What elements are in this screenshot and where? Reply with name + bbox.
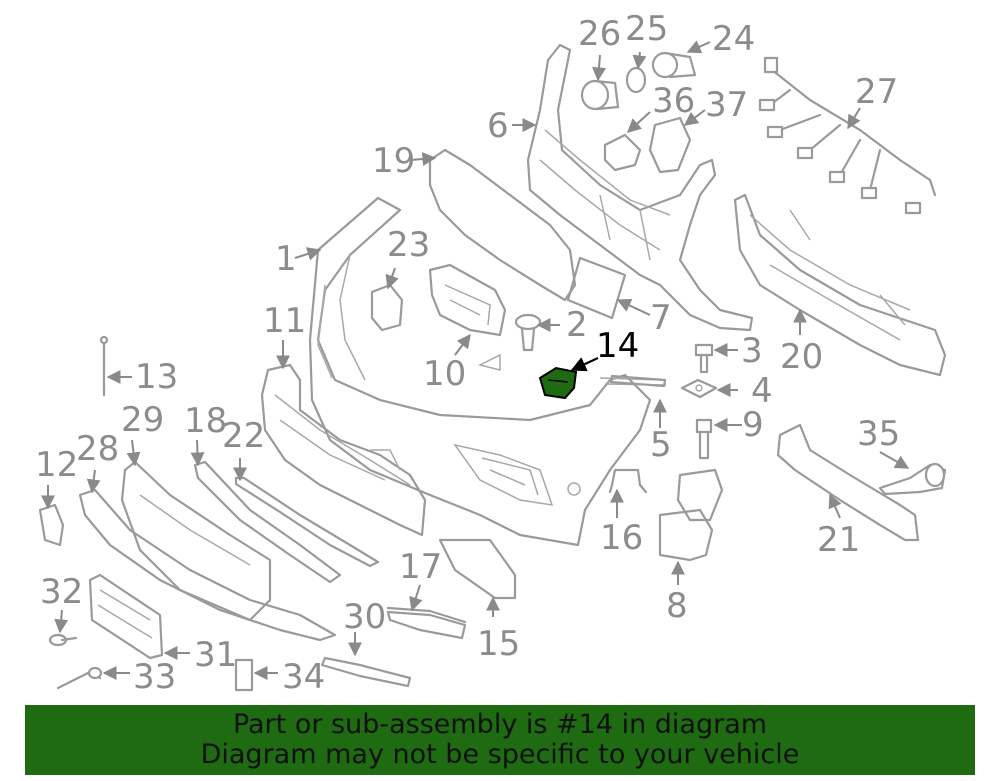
part-5-strip (609, 374, 667, 388)
callout-19: 19 (372, 141, 415, 181)
part-24-sensor (651, 51, 697, 79)
parts-diagram: 1 2 3 4 5 6 7 8 9 10 11 12 13 14 15 16 1… (35, 9, 947, 697)
banner-line-part-number: Part or sub-assembly is #14 in diagram (232, 709, 768, 740)
part-16-clip (608, 468, 648, 494)
part-10-bracket (428, 263, 507, 337)
callout-24: 24 (712, 19, 755, 59)
callout-36: 36 (652, 81, 695, 121)
callout-32: 32 (40, 572, 83, 612)
callout-22: 22 (222, 416, 265, 456)
callout-labels: 1 2 3 4 5 6 7 8 9 10 11 12 13 14 15 16 1… (35, 9, 900, 697)
callout-8: 8 (666, 586, 688, 626)
part-36-sensor (603, 133, 642, 172)
part-27-wiring-harness (758, 56, 937, 215)
callout-34: 34 (282, 657, 325, 697)
part-18-trim-strip (193, 460, 342, 584)
callout-4: 4 (751, 371, 773, 411)
callout-11: 11 (263, 301, 306, 341)
callout-28: 28 (76, 429, 119, 469)
part-34-clip (234, 658, 254, 692)
part-11-energy-absorber (260, 363, 427, 537)
part-14-highlighted-bracket (538, 366, 578, 400)
part-9-bolt (695, 418, 713, 460)
part-13-rod (99, 335, 109, 397)
part-33-pin (56, 666, 103, 690)
part-23-sensor-module (370, 283, 404, 332)
info-banner: Part or sub-assembly is #14 in diagram D… (25, 705, 975, 775)
part-29-lower-spoiler (120, 460, 272, 622)
callout-3: 3 (741, 331, 763, 371)
callout-10: 10 (423, 354, 466, 394)
callout-2: 2 (566, 305, 588, 345)
part-31-license-bracket (88, 573, 164, 660)
callout-12: 12 (35, 445, 78, 485)
callout-1: 1 (275, 239, 297, 279)
part-35-sensor (878, 462, 947, 496)
part-2-clip (514, 313, 542, 352)
part-37-bracket (648, 116, 692, 174)
part-17-trim (386, 606, 467, 624)
callout-25: 25 (625, 9, 668, 49)
callout-31: 31 (194, 635, 237, 675)
part-20-reinforcement-beam (733, 193, 947, 377)
callout-16: 16 (600, 518, 643, 558)
part-8-side-bracket (658, 468, 724, 562)
part-12-clip (38, 503, 65, 547)
callout-23: 23 (387, 225, 430, 265)
callout-35: 35 (857, 414, 900, 454)
callout-21: 21 (817, 520, 860, 560)
callout-14-highlighted: 14 (596, 326, 639, 366)
callout-33: 33 (133, 657, 176, 697)
callout-26: 26 (578, 14, 621, 54)
leader-lines (41, 40, 910, 680)
part-26-sensor (580, 79, 620, 111)
callout-13: 13 (135, 357, 178, 397)
banner-line-disclaimer: Diagram may not be specific to your vehi… (200, 739, 800, 770)
callout-6: 6 (487, 106, 509, 146)
callout-18: 18 (184, 401, 227, 441)
part-28-lower-trim (78, 488, 337, 642)
part-6-bumper-frame (526, 43, 754, 332)
part-15-fog-grille (438, 538, 517, 600)
callout-9: 9 (742, 405, 764, 445)
callout-27: 27 (855, 72, 898, 112)
callout-37: 37 (705, 85, 748, 125)
part-30b-trim-lower (320, 656, 412, 688)
part-25-ring (625, 66, 647, 94)
part-4-nut (680, 378, 718, 399)
callout-7: 7 (650, 298, 672, 338)
callout-30: 30 (343, 597, 386, 637)
callout-15: 15 (477, 624, 520, 664)
callout-29: 29 (121, 400, 164, 440)
callout-17: 17 (399, 547, 442, 587)
part-3-bolt (694, 343, 714, 374)
part-7-plate (566, 256, 627, 320)
part-30-trim (386, 610, 467, 640)
part-22-moulding (234, 476, 380, 568)
part-19-grille (428, 148, 577, 302)
part-1-bumper-cover (308, 196, 666, 547)
callout-20: 20 (780, 337, 823, 377)
callout-5: 5 (650, 425, 672, 465)
part-32-screw (48, 633, 78, 647)
part-21-support (776, 423, 920, 542)
